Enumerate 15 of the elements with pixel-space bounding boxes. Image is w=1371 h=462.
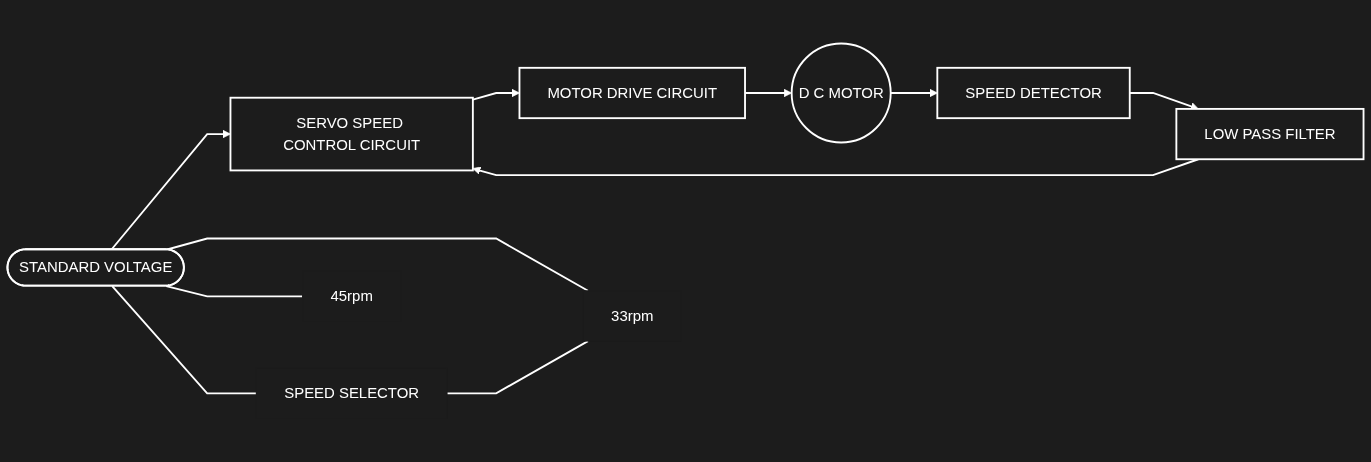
connector — [446, 340, 589, 395]
node-box: LOW PASS FILTER — [1175, 108, 1365, 161]
arrow — [110, 130, 231, 251]
node-box: SPEED DETECTOR — [936, 66, 1131, 120]
node-text: 45rpm — [330, 287, 373, 304]
arrow — [472, 158, 1200, 177]
connector — [111, 285, 258, 395]
node-text: 33rpm — [611, 307, 654, 324]
arrow — [471, 88, 520, 101]
node-box: MOTOR DRIVE CIRCUIT — [518, 66, 746, 120]
node-circle: D C MOTOR — [790, 42, 892, 144]
connector — [165, 285, 304, 298]
connector — [165, 237, 589, 292]
node-box: SERVO SPEED CONTROL CIRCUIT — [229, 96, 474, 172]
node-text: SPEED SELECTOR — [284, 384, 420, 401]
